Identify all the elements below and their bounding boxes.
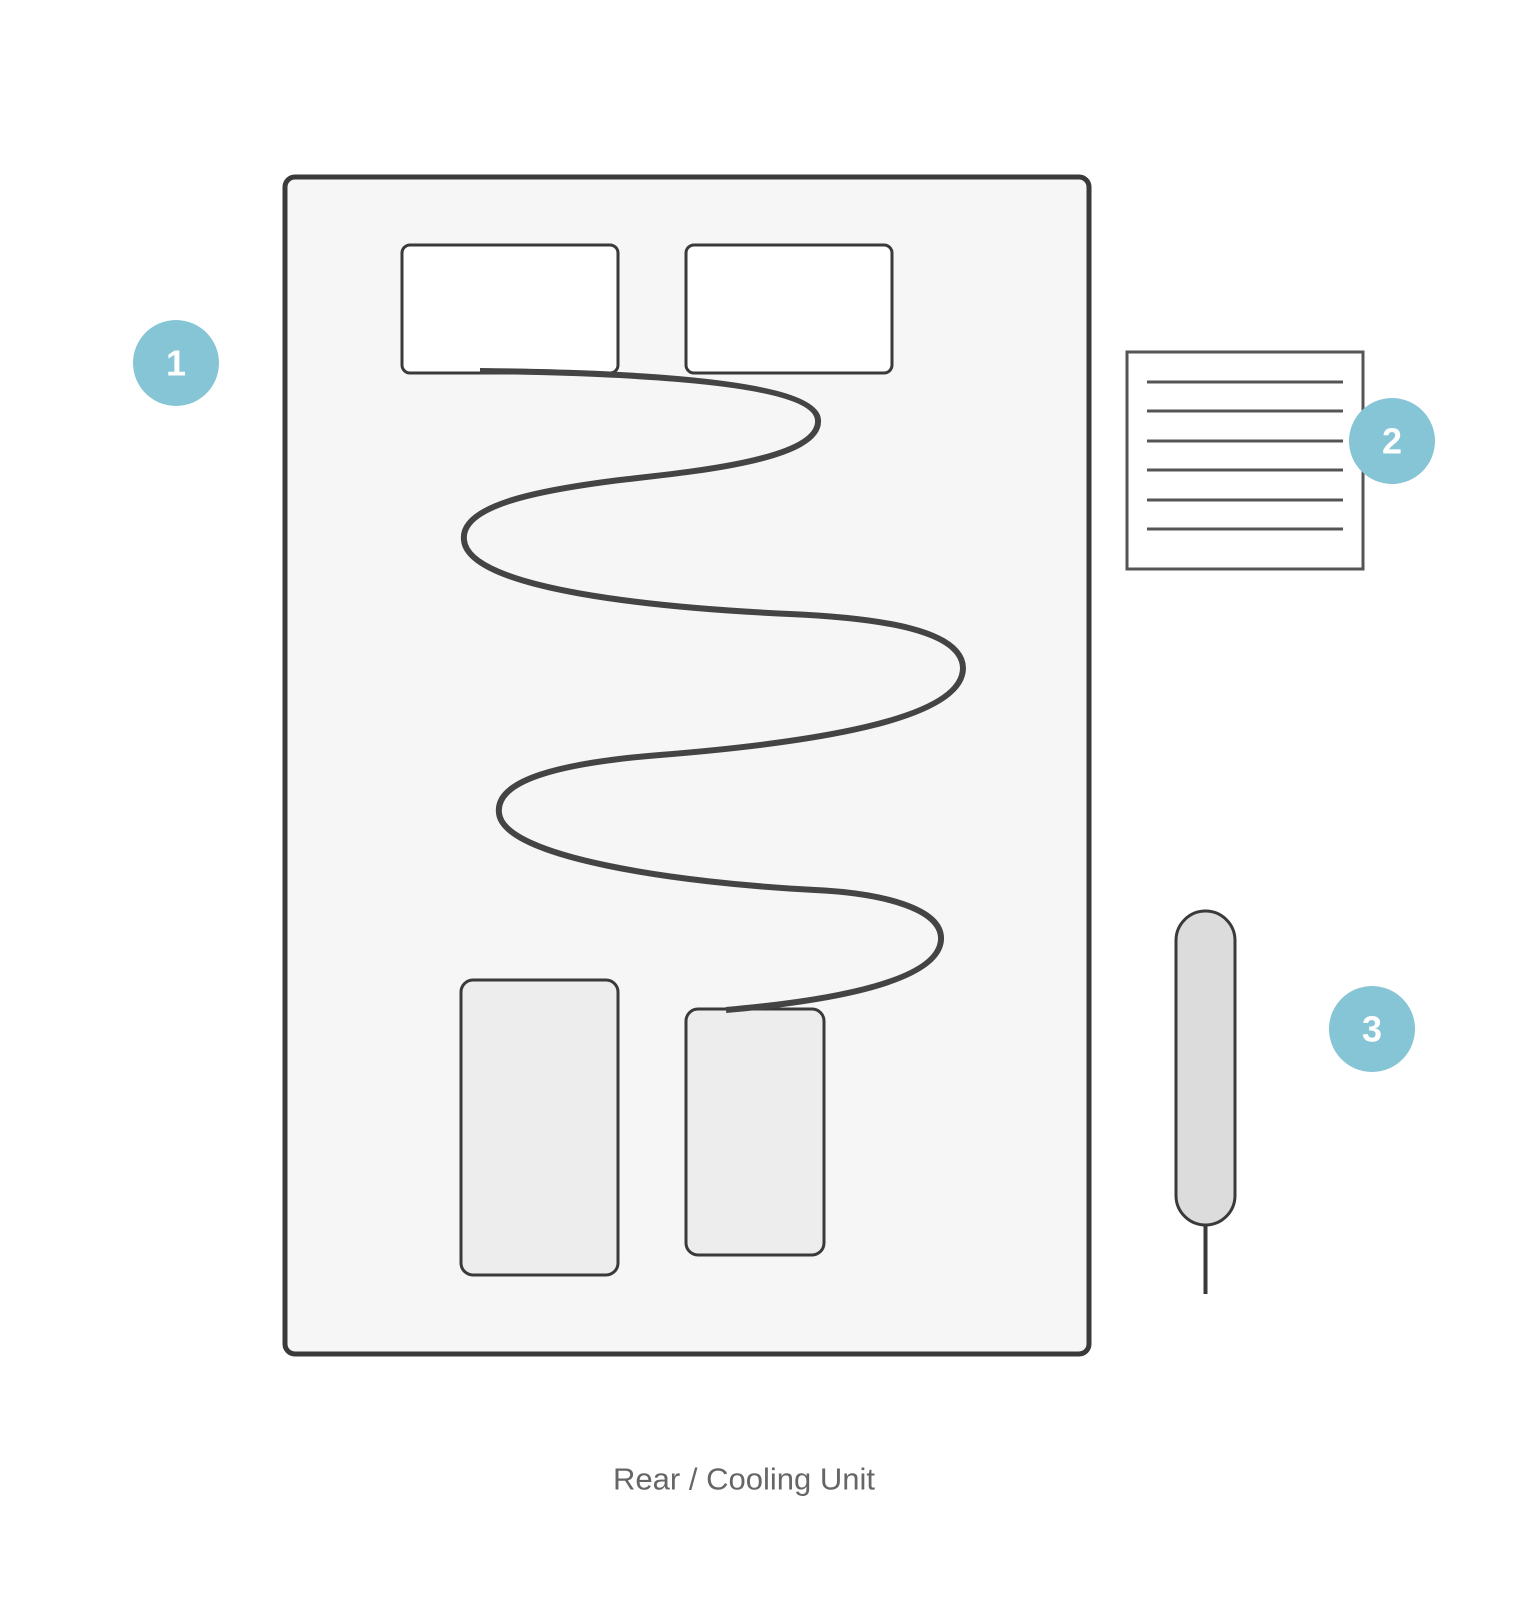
top-right-panel (684, 243, 894, 375)
callout-number-3: 3 (1362, 1009, 1382, 1050)
condenser-coil (460, 368, 966, 1013)
callout-number-2: 2 (1382, 421, 1402, 462)
compressor-component (459, 978, 620, 1277)
diagram-caption: Rear / Cooling Unit (613, 1462, 875, 1497)
vent-grille (1125, 350, 1365, 571)
top-left-panel (400, 243, 620, 375)
callout-badge-1: 1 (133, 320, 219, 406)
callout-badge-2: 2 (1349, 398, 1435, 484)
callout-number-1: 1 (166, 343, 186, 384)
callout-badge-3: 3 (1329, 986, 1415, 1072)
accumulator-component (684, 1007, 826, 1257)
temperature-sensor-probe (1174, 909, 1237, 1294)
